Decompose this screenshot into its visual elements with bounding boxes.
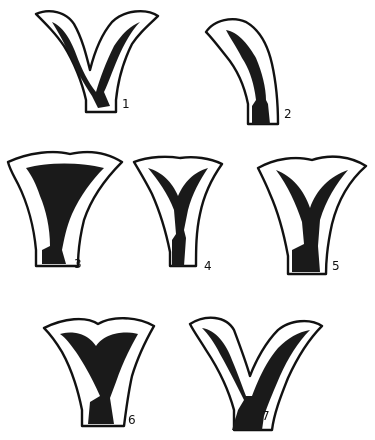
panel-6: 6 [44,318,154,427]
panel-6-number: 6 [128,413,136,427]
panel-3: 3 [8,152,122,271]
panel-2-number: 2 [284,107,292,121]
panel-5-number: 5 [332,259,340,273]
panel-2: 2 [206,19,292,124]
panel-4: 4 [134,157,222,273]
panel-7: 7 [190,318,322,430]
panel-1: 1 [36,11,158,112]
panel-1-number: 1 [122,97,130,111]
panel-5: 5 [258,157,366,274]
panel-4-number: 4 [204,259,212,273]
panel-3-number: 3 [74,257,82,271]
panel-7-number: 7 [262,409,270,423]
